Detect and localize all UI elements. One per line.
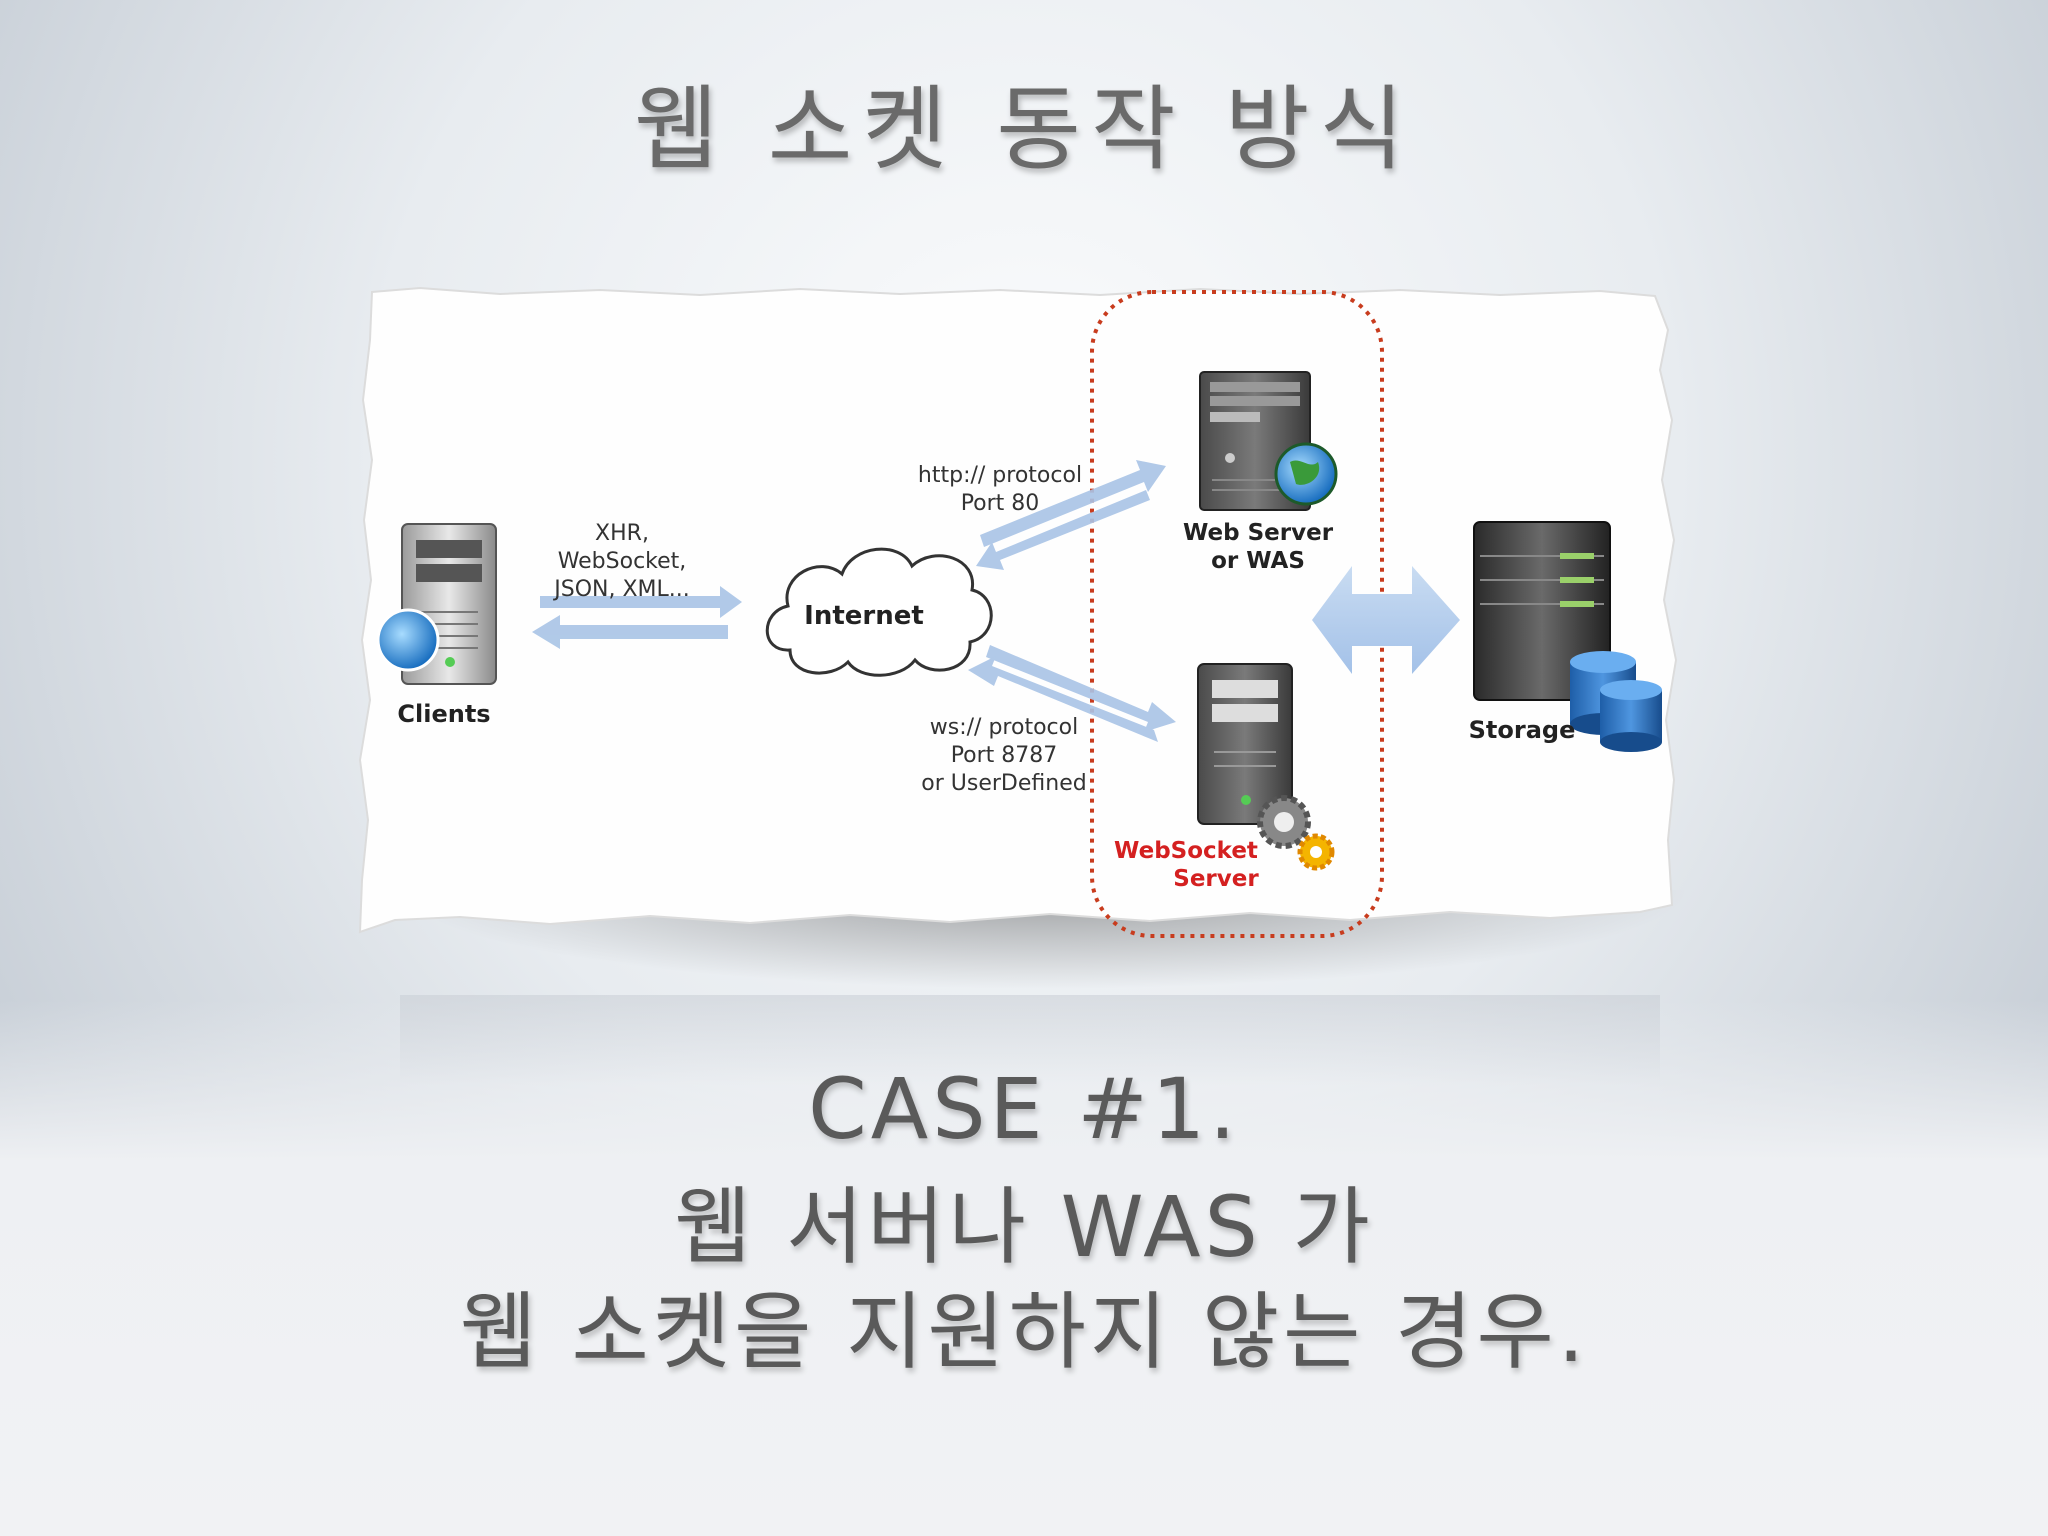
paper-reflection: [400, 995, 1660, 1085]
database-icon: [1570, 651, 1662, 752]
storage-icon: [1473, 521, 1611, 701]
case-heading: CASE #1.: [808, 1060, 1240, 1158]
client-protocol-line-1: XHR,: [595, 521, 649, 546]
websocket-server-label-line-1: WebSocket: [1114, 838, 1258, 864]
storage-double-arrow: [1312, 566, 1460, 674]
storage-label: Storage: [1469, 716, 1576, 744]
ws-userdefined-label: or UserDefined: [921, 771, 1086, 796]
ws-protocol-label: ws:// protocol: [930, 715, 1078, 740]
slide-title: 웹 소켓 동작 방식: [633, 76, 1415, 183]
case-line-3: 웹 소켓을 지원하지 않는 경우.: [459, 1283, 1589, 1381]
internet-label: Internet: [804, 601, 924, 631]
http-protocol-label: http:// protocol: [918, 463, 1082, 488]
web-server-label-line-2: or WAS: [1211, 548, 1305, 574]
http-arrows: [976, 460, 1166, 570]
clients-globe-icon: [376, 608, 440, 672]
background-floor: [0, 1000, 2048, 1536]
ws-arrows: [968, 645, 1176, 742]
websocket-server-icon: [1197, 663, 1293, 825]
ws-port-label: Port 8787: [951, 743, 1058, 768]
http-port-label: Port 80: [961, 491, 1040, 516]
client-protocol-line-3: JSON, XML...: [552, 577, 690, 602]
web-server-label-line-1: Web Server: [1183, 520, 1334, 546]
gear-icon: [1257, 795, 1335, 871]
client-protocol-line-2: WebSocket,: [558, 549, 687, 574]
internet-cloud-icon: [765, 547, 993, 677]
case-line-2: 웹 서버나 WAS 가: [674, 1178, 1374, 1276]
websocket-server-label-line-2: Server: [1173, 866, 1259, 892]
clients-label: Clients: [397, 700, 490, 728]
client-internet-arrows: [532, 586, 742, 649]
